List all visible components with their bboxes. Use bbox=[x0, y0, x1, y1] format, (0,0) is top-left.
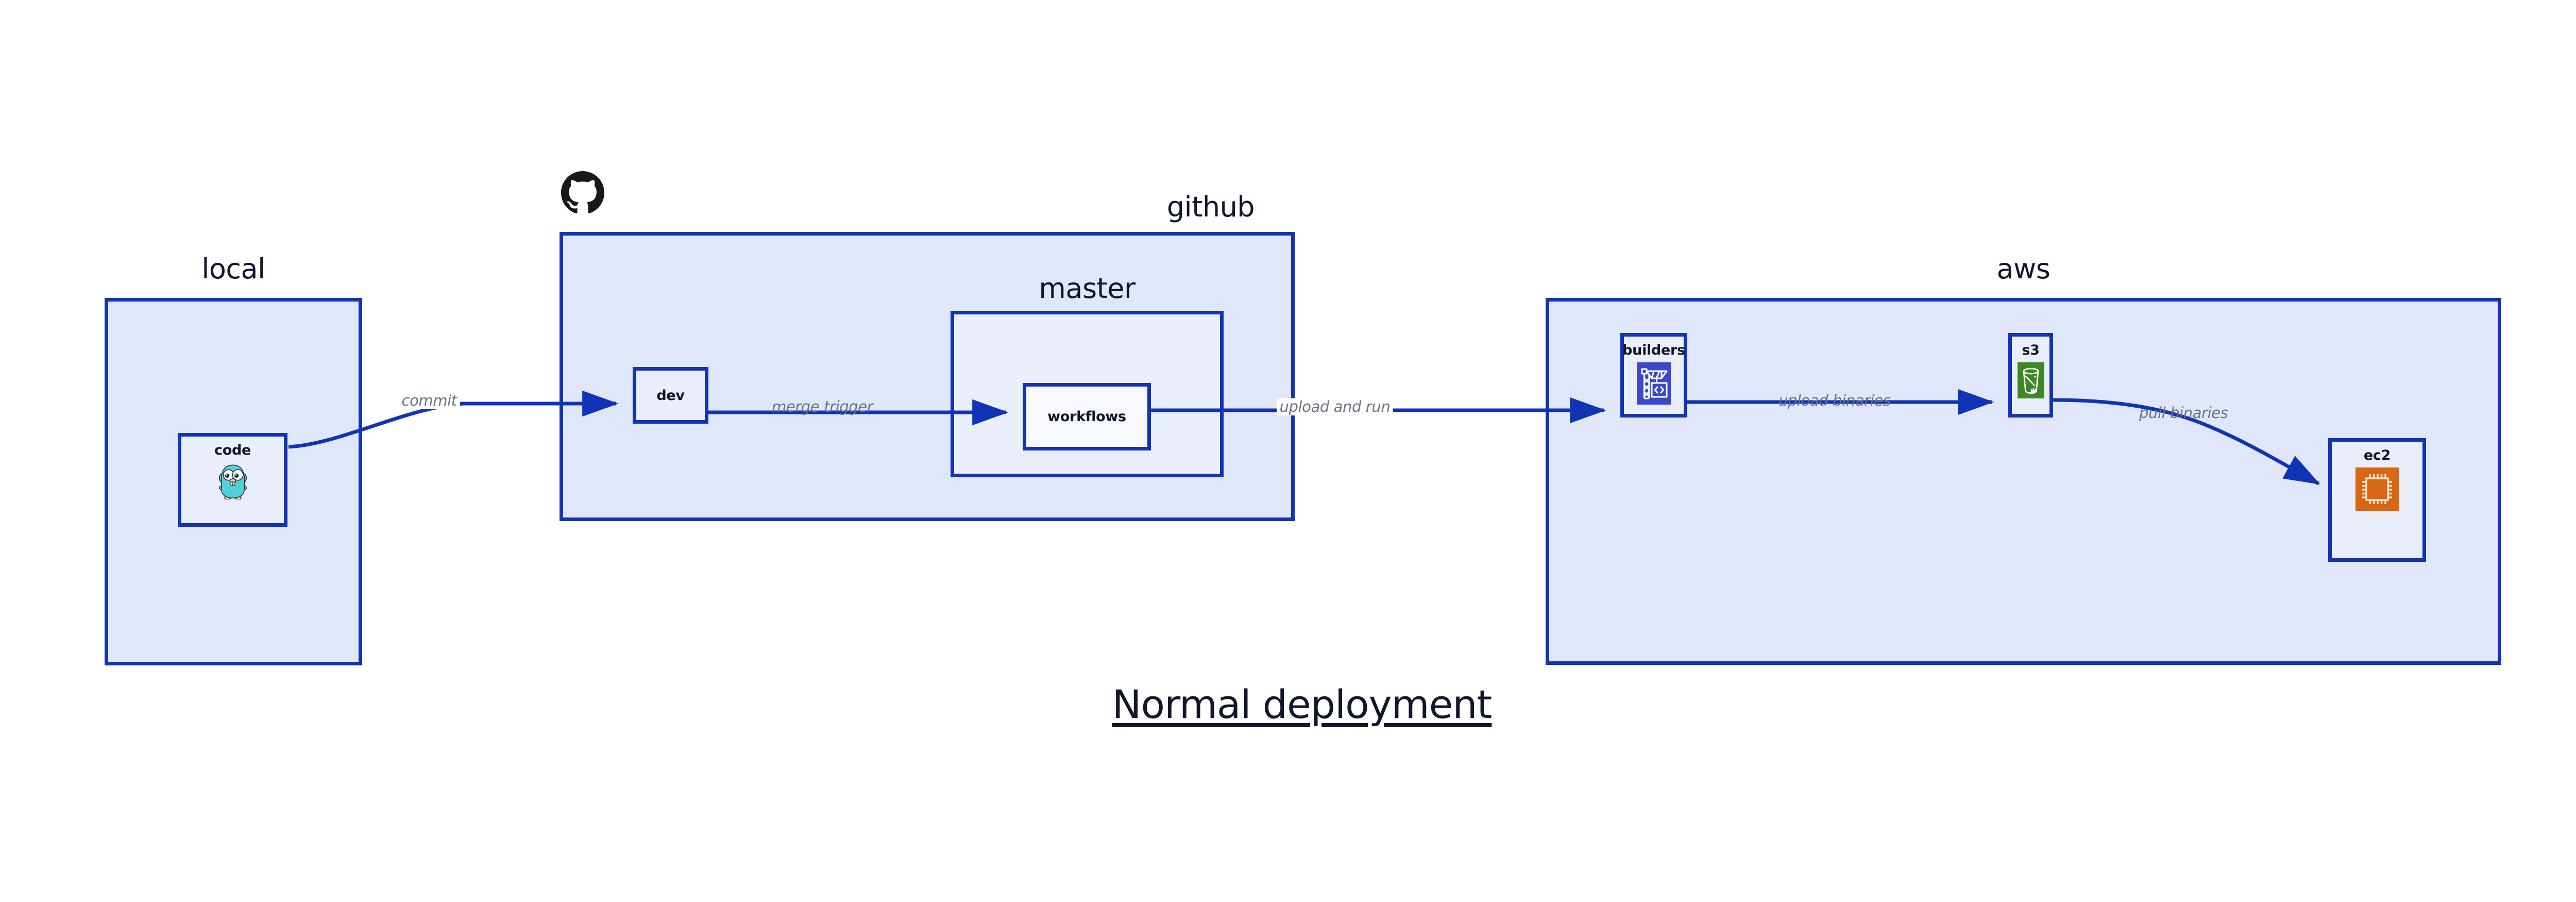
node-label-s3: s3 bbox=[2022, 342, 2040, 358]
node-label-builders: builders bbox=[1622, 342, 1685, 358]
edge-label-merge-trigger: merge trigger bbox=[772, 398, 873, 415]
node-code[interactable]: code bbox=[178, 433, 287, 527]
subgroup-label-master: master bbox=[1039, 272, 1136, 305]
node-label-dev: dev bbox=[656, 387, 685, 404]
group-label-aws: aws bbox=[1996, 253, 2050, 285]
node-label-code: code bbox=[214, 442, 251, 458]
group-label-github: github bbox=[1166, 191, 1255, 223]
node-workflows[interactable]: workflows bbox=[1023, 383, 1151, 450]
node-label-workflows: workflows bbox=[1047, 409, 1126, 425]
github-logo-icon bbox=[561, 171, 604, 216]
node-s3[interactable]: s3 bbox=[2008, 333, 2053, 417]
edge-label-commit: commit bbox=[398, 392, 460, 409]
aws-ec2-icon bbox=[2355, 467, 2399, 513]
edge-label-upload-and-run: upload and run bbox=[1276, 398, 1394, 415]
edge-label-pull-binaries: pull binaries bbox=[2139, 404, 2228, 422]
group-label-local: local bbox=[201, 253, 265, 285]
edge-label-upload-binaries: upload binaries bbox=[1778, 392, 1891, 409]
diagram-title: Normal deployment bbox=[1112, 681, 1493, 727]
node-label-ec2: ec2 bbox=[2363, 447, 2391, 463]
node-dev[interactable]: dev bbox=[633, 367, 708, 424]
node-builders[interactable]: builders bbox=[1620, 333, 1687, 417]
aws-s3-icon bbox=[2017, 362, 2044, 400]
node-ec2[interactable]: ec2 bbox=[2328, 438, 2426, 562]
aws-codebuild-icon bbox=[1637, 362, 1671, 407]
go-gopher-icon bbox=[216, 462, 249, 502]
